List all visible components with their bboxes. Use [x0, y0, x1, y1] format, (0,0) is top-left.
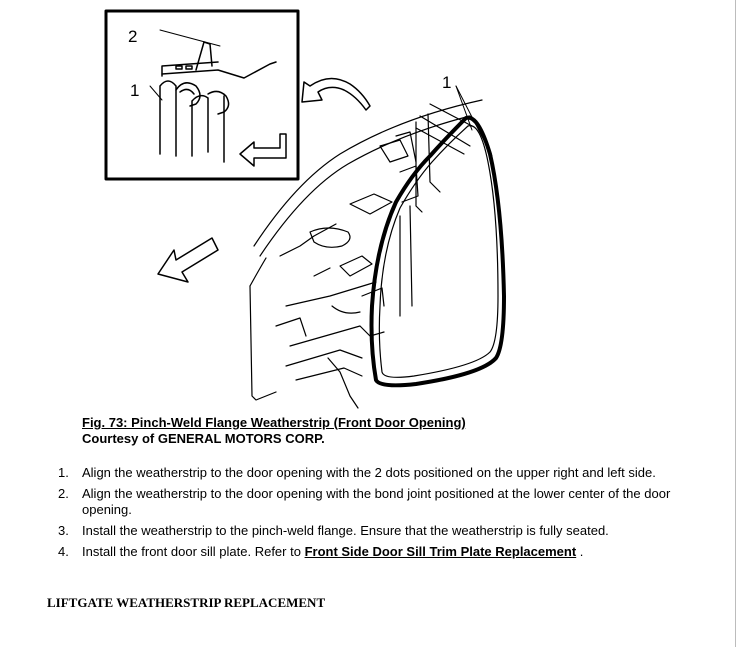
- vehicle-body: [249, 99, 483, 409]
- step-number: 4.: [58, 544, 69, 559]
- door-opening-weatherstrip: [369, 103, 506, 388]
- figure-caption: Fig. 73: Pinch-Weld Flange Weatherstrip …: [82, 415, 466, 447]
- weatherstrip-illustration: 2 1 1: [104, 9, 506, 409]
- figure-caption-credit: Courtesy of GENERAL MOTORS CORP.: [82, 431, 325, 446]
- step-number: 1.: [58, 465, 69, 480]
- step-text: Install the weatherstrip to the pinch-we…: [82, 523, 609, 538]
- callout-1-inset-label: 1: [130, 81, 139, 100]
- direction-arrow: [157, 237, 219, 283]
- figure-caption-title: Fig. 73: Pinch-Weld Flange Weatherstrip …: [82, 415, 466, 430]
- step-text: Align the weatherstrip to the door openi…: [82, 465, 656, 480]
- curved-arrow: [301, 77, 371, 111]
- procedure-steps: 1. Align the weatherstrip to the door op…: [40, 465, 700, 565]
- weatherstrip-section: [159, 41, 277, 163]
- step-text: Align the weatherstrip to the door openi…: [82, 486, 671, 517]
- step-text-end: .: [576, 544, 584, 559]
- step-text: Install the front door sill plate. Refer…: [82, 544, 305, 559]
- section-heading: LIFTGATE WEATHERSTRIP REPLACEMENT: [47, 595, 326, 610]
- callout-1-label: 1: [442, 73, 451, 92]
- step-number: 2.: [58, 486, 69, 501]
- step-item: 3. Install the weatherstrip to the pinch…: [40, 523, 700, 539]
- callout-2-label: 2: [128, 27, 137, 46]
- step-number: 3.: [58, 523, 69, 538]
- detail-inset-box: [104, 9, 300, 181]
- step-item: 2. Align the weatherstrip to the door op…: [40, 486, 700, 518]
- sill-plate-replacement-link[interactable]: Front Side Door Sill Trim Plate Replacem…: [304, 544, 577, 559]
- step-item: 4. Install the front door sill plate. Re…: [40, 544, 700, 560]
- step-item: 1. Align the weatherstrip to the door op…: [40, 465, 700, 481]
- inset-arrow: [239, 133, 287, 167]
